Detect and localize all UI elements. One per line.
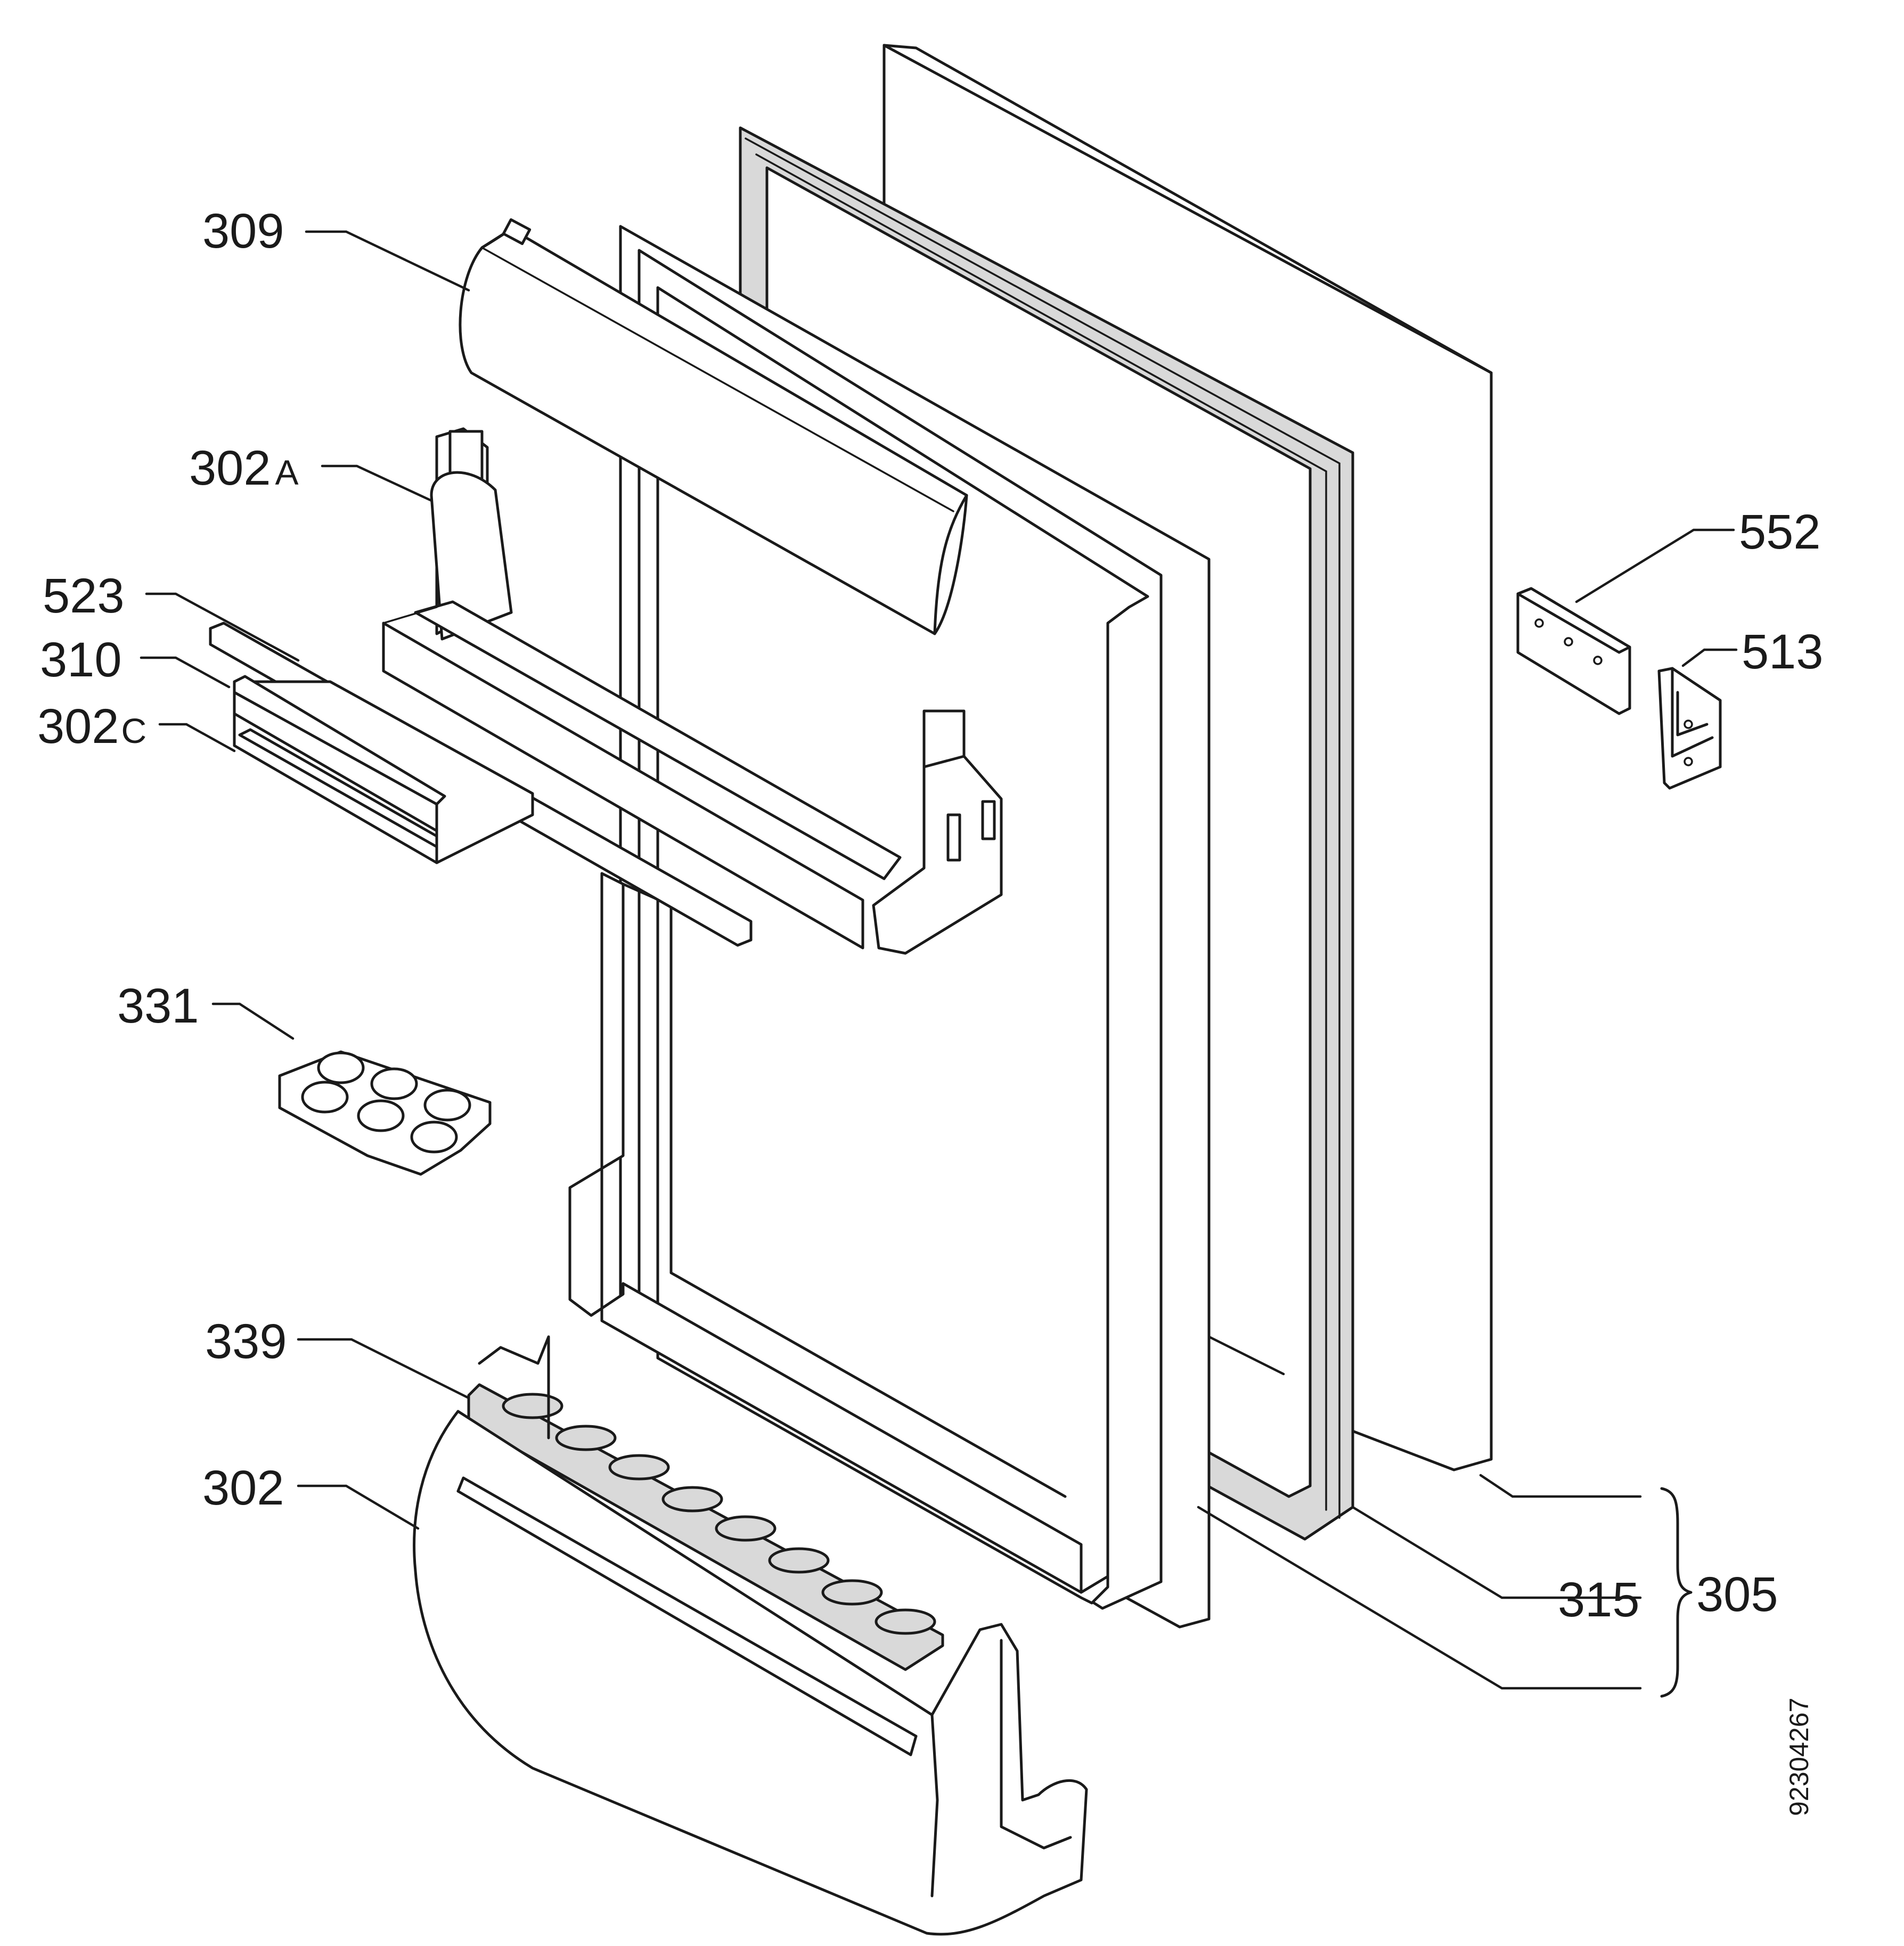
bracket-513 [1657,667,1722,790]
label-310: 310 [40,633,122,687]
label-302C: 302C [37,699,146,754]
leader-lines [140,230,1738,1690]
label-309: 309 [202,204,284,258]
label-339: 339 [205,1314,287,1369]
label-523: 523 [43,569,125,623]
label-331: 331 [117,979,199,1033]
small-shelf-302C [233,675,534,864]
bottle-shelf-302 [413,1410,1088,1936]
retainer-teeth [502,1393,936,1635]
egg-tray-331 [278,1050,492,1176]
label-302: 302 [202,1461,284,1515]
hinge-plate-552 [1516,587,1631,715]
egg-cups [301,1051,471,1154]
label-315: 315 [1558,1573,1640,1627]
door-shelf-302A [382,427,1003,955]
brace-305 [1660,1487,1693,1698]
document-number: 92304267 [1784,1698,1814,1816]
label-552: 552 [1739,505,1821,559]
label-513: 513 [1742,625,1824,679]
label-305: 305 [1696,1567,1778,1622]
